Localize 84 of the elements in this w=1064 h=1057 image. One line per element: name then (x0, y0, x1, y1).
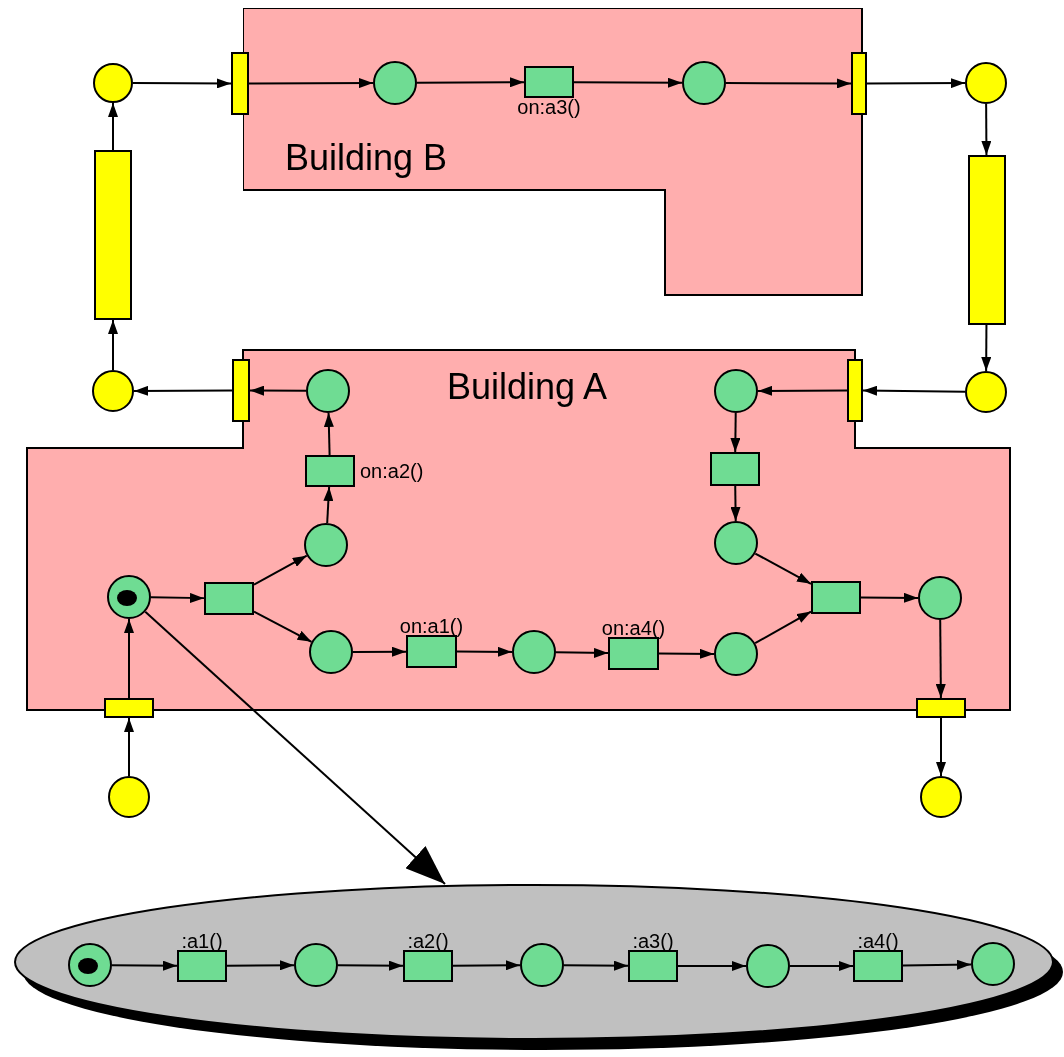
arrow (124, 618, 134, 699)
place-circle (306, 369, 350, 413)
place-circle (971, 942, 1015, 986)
transition-label: :a4() (857, 931, 899, 951)
arrow (323, 486, 334, 525)
arrow (249, 385, 307, 396)
place-circle (965, 371, 1007, 413)
place-circle (920, 776, 962, 818)
place-circle (965, 62, 1007, 104)
place-circle (520, 943, 564, 987)
place-circle (294, 943, 338, 987)
building-label: Building A (447, 369, 608, 405)
transition-label: on:a2() (360, 461, 424, 481)
arrow (936, 717, 946, 777)
place-circle (714, 521, 758, 565)
arrow (452, 960, 521, 971)
place-circle (918, 576, 962, 620)
port-bar (232, 359, 250, 422)
port-bar (847, 359, 863, 422)
arrow (132, 78, 232, 89)
arrow (253, 610, 313, 643)
port-bar (851, 52, 867, 115)
port-bar (94, 150, 132, 320)
place-circle (309, 630, 353, 674)
arrow (658, 648, 715, 659)
place-circle (714, 369, 758, 413)
port-bar (104, 698, 154, 718)
marked-place-circle (68, 943, 112, 987)
arrow (730, 485, 741, 522)
arrow (789, 961, 854, 971)
arrow (757, 385, 848, 396)
arrow (754, 552, 812, 585)
arrow (981, 324, 992, 372)
arrow (253, 554, 308, 586)
port-bar (231, 52, 249, 115)
transition-box (710, 452, 760, 486)
arrow (573, 77, 683, 88)
arrow (730, 412, 741, 453)
arrow (677, 961, 747, 971)
place-circle (682, 61, 726, 105)
arrow (555, 647, 609, 658)
marked-place-circle (107, 575, 151, 619)
port-bar (916, 698, 966, 718)
arrow (337, 960, 404, 971)
arrow (124, 717, 134, 777)
place-circle (512, 630, 556, 674)
arrow (754, 610, 812, 645)
place-circle (93, 63, 133, 103)
transition-box (811, 581, 861, 614)
arrow (456, 646, 513, 657)
arrow (144, 610, 446, 885)
arrow (416, 77, 525, 88)
transition-label: :a2() (407, 931, 449, 951)
arrow (133, 385, 233, 396)
arrow (150, 592, 205, 603)
arrow (866, 78, 966, 89)
arrow (352, 646, 407, 657)
place-circle (714, 632, 758, 676)
port-bar (968, 155, 1006, 325)
arrow (248, 78, 374, 89)
place-circle (746, 944, 790, 988)
place-circle (304, 523, 348, 567)
transition-box (204, 582, 254, 615)
arrow (935, 619, 946, 699)
arrow (981, 103, 992, 156)
place-circle (92, 370, 134, 412)
transition-label: :a1() (181, 931, 223, 951)
place-circle (108, 776, 150, 818)
transition-label: on:a3() (517, 97, 581, 117)
arrow (108, 319, 118, 371)
transition-label: on:a1() (399, 616, 464, 636)
arrow (108, 102, 118, 151)
arrow (226, 960, 295, 971)
arrow (111, 960, 178, 971)
building-label: Building B (285, 140, 448, 176)
arrow (860, 592, 919, 603)
arrow (862, 385, 966, 396)
arrow (323, 412, 334, 456)
transition-label: on:a4() (601, 618, 666, 638)
arrow (902, 959, 972, 970)
transition-label: :a3() (632, 931, 674, 951)
arrow (563, 960, 629, 971)
place-circle (373, 61, 417, 105)
arrow (725, 78, 852, 89)
